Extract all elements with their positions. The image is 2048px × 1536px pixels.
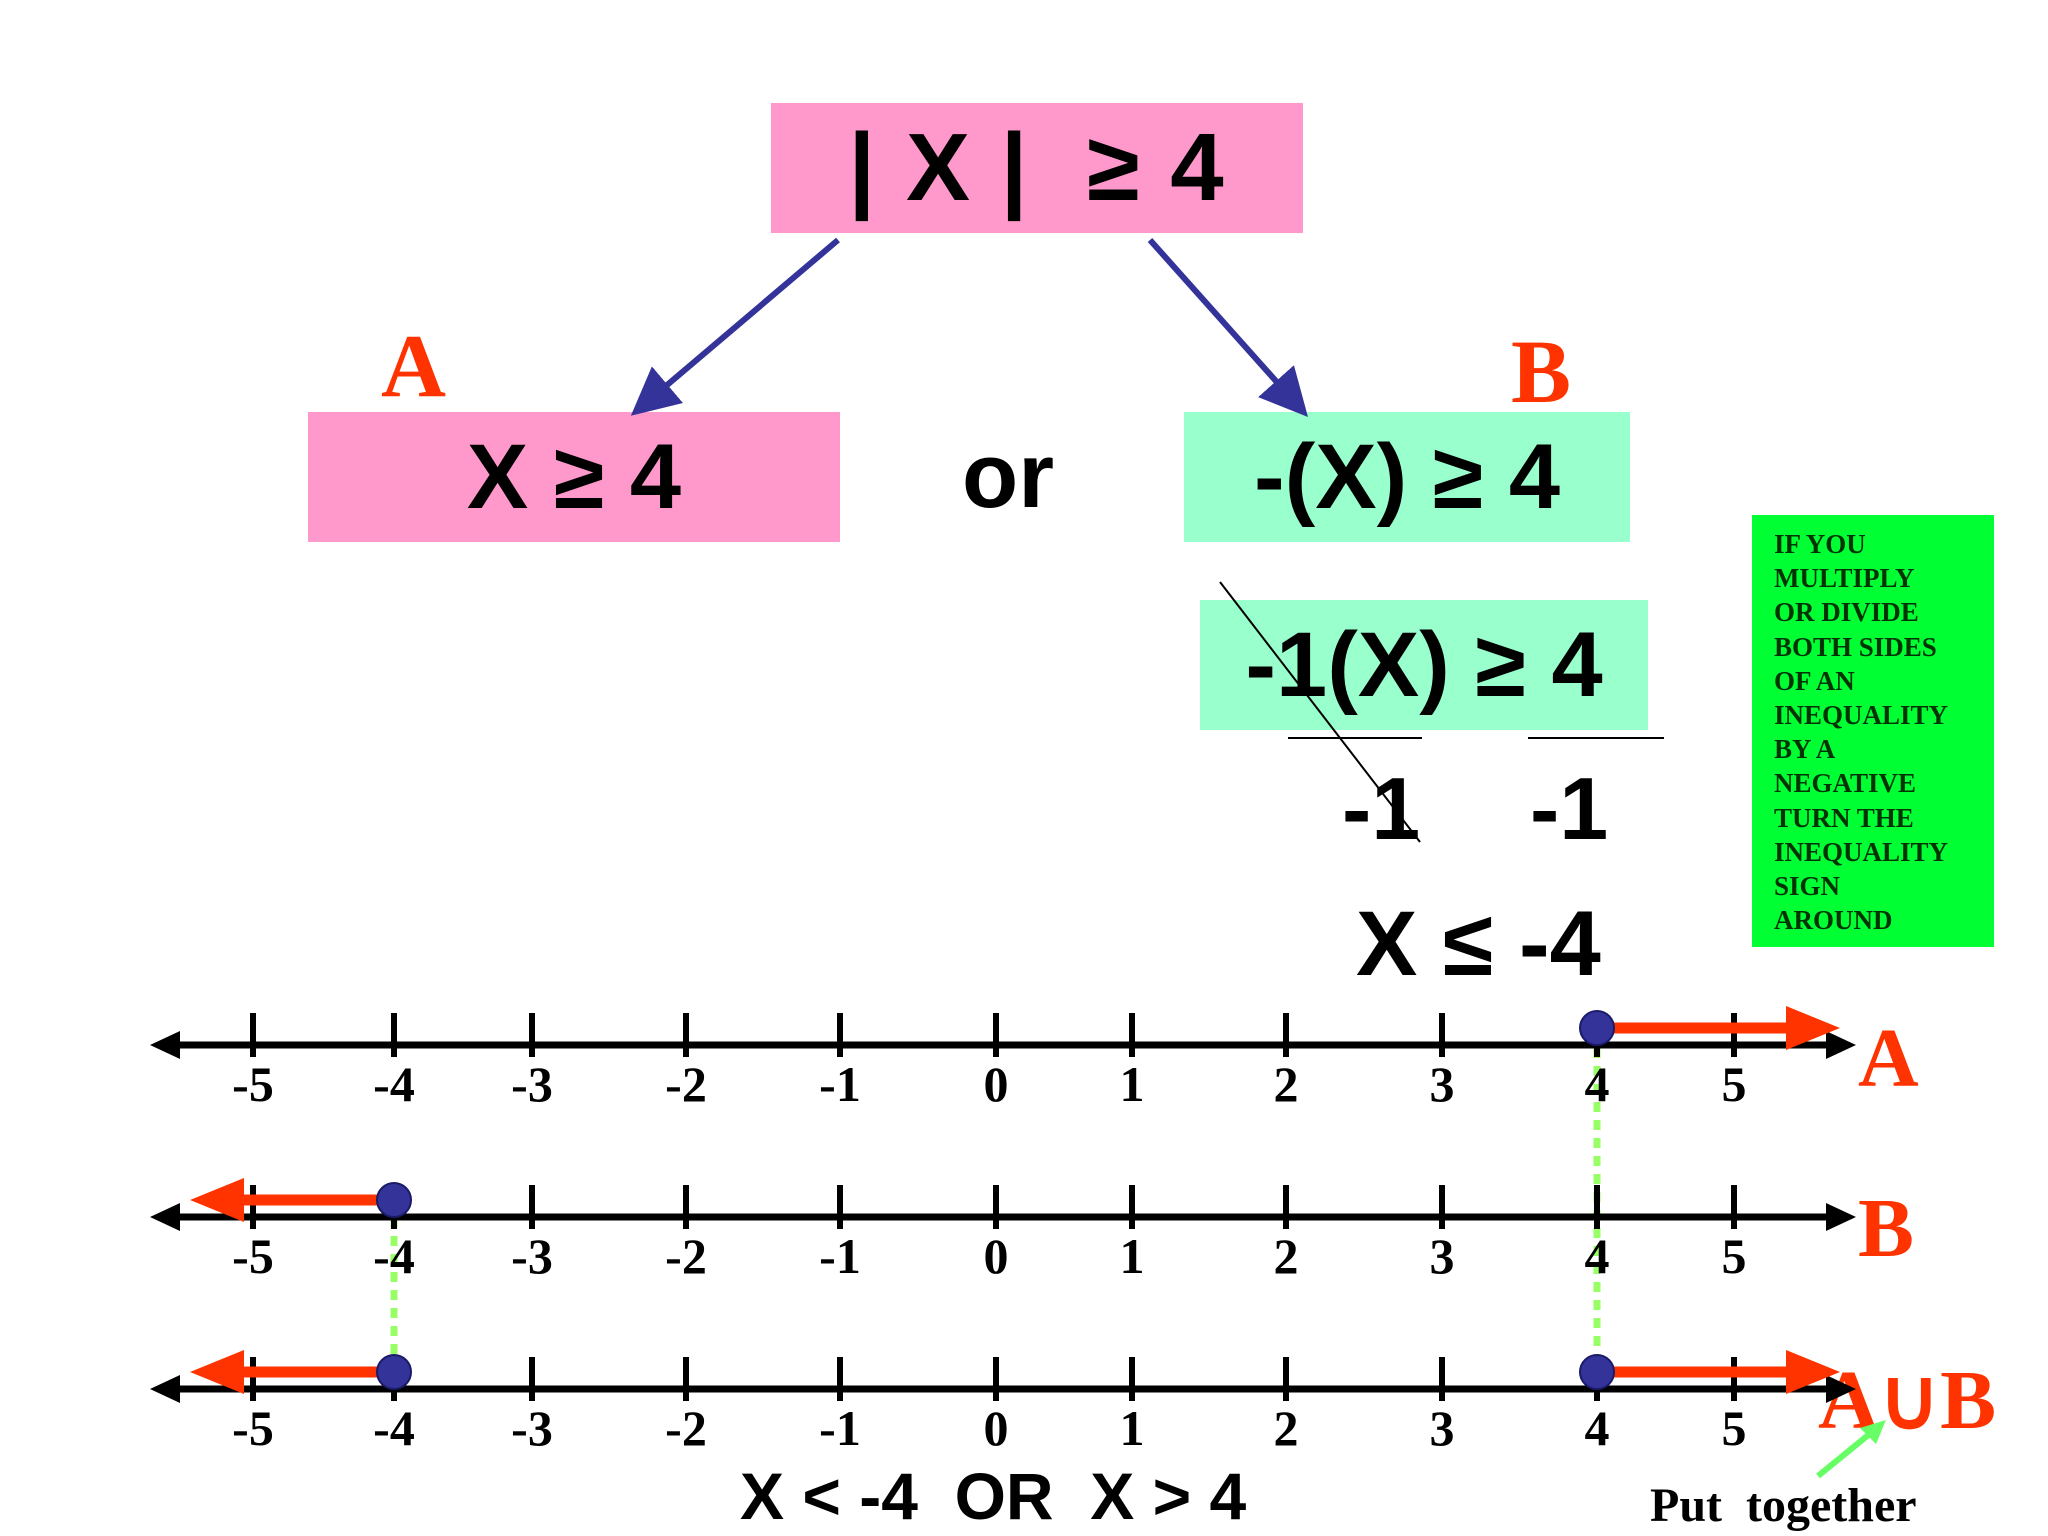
tick-label: 5 (1722, 1228, 1747, 1284)
b-result: X ≤ -4 (1356, 893, 1601, 995)
closed-endpoint-dot (1579, 1010, 1615, 1046)
note-line: AROUND (1774, 905, 1893, 936)
union-caption: Put together (1650, 1479, 1917, 1532)
axis-left-arrowhead (150, 1203, 180, 1231)
arrow-to-a (630, 237, 840, 416)
caption-arrow (1816, 1429, 1874, 1479)
tick-label: 1 (1120, 1400, 1145, 1456)
line-b-label: B (1858, 1182, 1915, 1275)
branch-a-letter: A (381, 317, 446, 416)
line-a-label: A (1858, 1012, 1919, 1105)
tick-label: 4 (1585, 1400, 1610, 1456)
note-line: MULTIPLY (1774, 563, 1915, 594)
axis-left-arrowhead (150, 1031, 180, 1059)
tick-label: -4 (373, 1400, 415, 1456)
note-line: IF YOU (1774, 529, 1866, 559)
ray-arrowhead (1786, 1006, 1840, 1050)
tick-label: -4 (373, 1228, 415, 1284)
branch-b-box: -(X) ≥ 4 (1184, 412, 1630, 542)
step-equation-box: -1(X) ≥ 4 (1200, 600, 1648, 730)
tick-label: 4 (1585, 1228, 1610, 1284)
ray-arrowhead (1786, 1350, 1840, 1394)
tick-label: -1 (819, 1228, 861, 1284)
axis-right-arrowhead (1826, 1203, 1856, 1231)
top-equation: | X | ≥ 4 (848, 114, 1226, 221)
axis-left-arrowhead (150, 1375, 180, 1403)
tick-label: 1 (1120, 1056, 1145, 1112)
tick-label: -2 (665, 1400, 707, 1456)
tick-label: -2 (665, 1056, 707, 1112)
closed-endpoint-dot (1579, 1354, 1615, 1390)
tick-label: 2 (1274, 1056, 1299, 1112)
branch-b-letter: B (1511, 323, 1572, 422)
tick-label: -5 (232, 1056, 274, 1112)
branch-b-equation: -(X) ≥ 4 (1253, 425, 1561, 528)
note-line: INEQUALITY (1774, 836, 1949, 867)
tick-label: -1 (819, 1400, 861, 1456)
closed-endpoint-dot (376, 1182, 412, 1218)
tick-label: 0 (984, 1228, 1009, 1284)
tick-label: 4 (1585, 1056, 1610, 1112)
negative-rule-note: IF YOU MULTIPLY OR DIVIDE BOTH SIDES OF … (1752, 515, 1994, 947)
ray-arrowhead (190, 1350, 244, 1394)
top-equation-box: | X | ≥ 4 (771, 103, 1303, 233)
note-line: NEGATIVE (1774, 768, 1917, 799)
note-line: OR DIVIDE (1774, 597, 1919, 628)
note-line: BOTH SIDES (1774, 631, 1937, 662)
tick-label: -4 (373, 1056, 415, 1112)
tick-label: 1 (1120, 1228, 1145, 1284)
tick-label: 3 (1430, 1056, 1455, 1112)
tick-label: -1 (819, 1056, 861, 1112)
step-equation: -1(X) ≥ 4 (1245, 613, 1603, 716)
note-line: BY A (1774, 734, 1836, 765)
note-line: TURN THE (1774, 802, 1914, 833)
caption-arrow-head (1860, 1420, 1886, 1444)
or-connector: or (962, 425, 1054, 527)
note-line: OF AN (1774, 665, 1855, 696)
tick-label: 2 (1274, 1228, 1299, 1284)
tick-label: 3 (1430, 1228, 1455, 1284)
tick-label: 5 (1722, 1400, 1747, 1456)
tick-label: 0 (984, 1400, 1009, 1456)
divisor-left: -1 (1342, 759, 1421, 858)
note-line: INEQUALITY (1774, 700, 1949, 731)
number-lines: -5 -4 -3 -2 -1 0 1 2 3 4 5 -5 -4 -3 -2 -1 0 1 2 3 4 5 -5 -4 -3 -2… (150, 1006, 1856, 1456)
tick-label: -3 (511, 1400, 553, 1456)
tick-label: -2 (665, 1228, 707, 1284)
tick-label: 3 (1430, 1400, 1455, 1456)
tick-label: 5 (1722, 1056, 1747, 1112)
arrow-to-b (1147, 238, 1308, 417)
closed-endpoint-dot (376, 1354, 412, 1390)
tick-label: 0 (984, 1056, 1009, 1112)
axis-right-arrowhead (1826, 1375, 1856, 1403)
tick-label: -3 (511, 1056, 553, 1112)
axis-right-arrowhead (1826, 1031, 1856, 1059)
cancel-slash (1219, 581, 1421, 843)
tick-label: -5 (232, 1400, 274, 1456)
line-union-label: A∪B (1818, 1354, 1997, 1447)
branch-a-box: X ≥ 4 (308, 412, 840, 542)
final-answer: X < -4 OR X > 4 (740, 1459, 1247, 1533)
tick-label: -3 (511, 1228, 553, 1284)
ray-arrowhead (190, 1178, 244, 1222)
tick-label: 2 (1274, 1400, 1299, 1456)
note-line: SIGN (1774, 871, 1841, 902)
divisor-right: -1 (1530, 759, 1609, 858)
branch-a-equation: X ≥ 4 (466, 425, 682, 528)
tick-label: -5 (232, 1228, 274, 1284)
